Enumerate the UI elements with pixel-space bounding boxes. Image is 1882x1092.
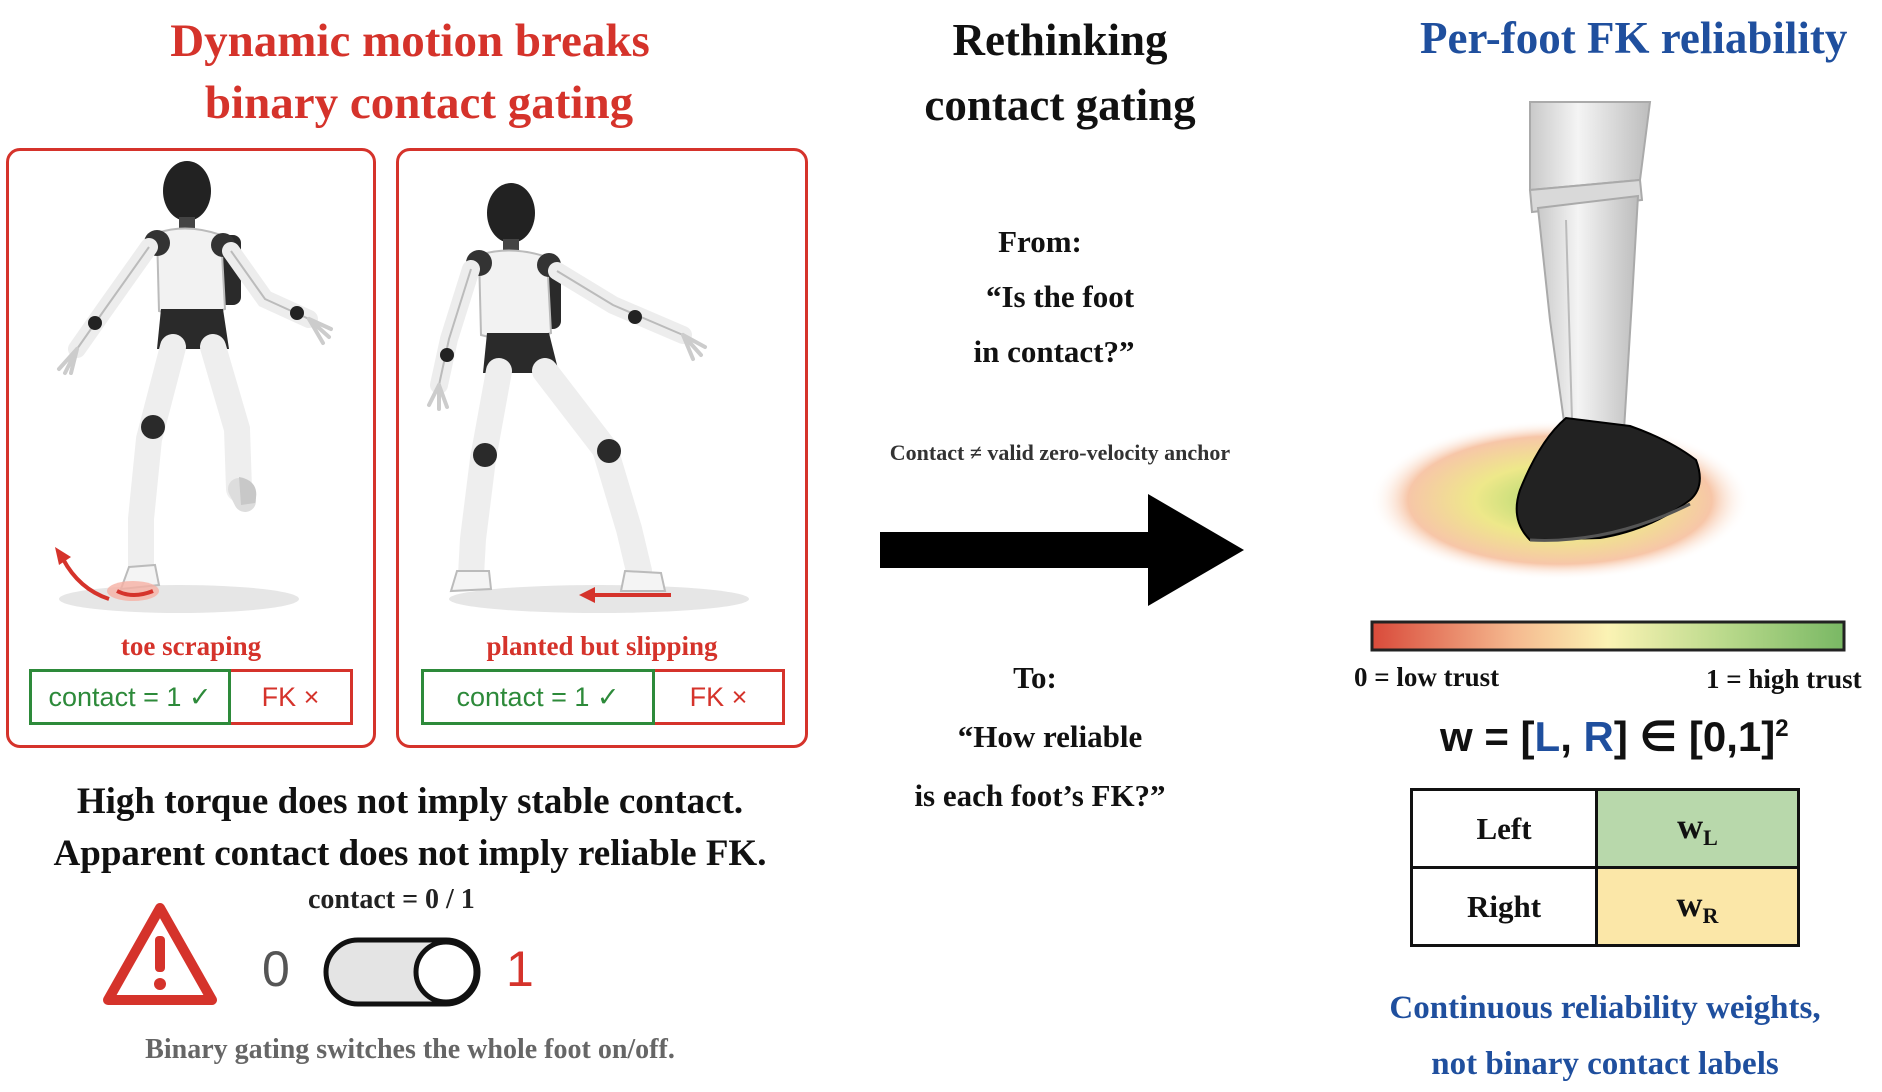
panel-toe-scraping: toe scraping contact = 1 ✓ FK × — [6, 148, 376, 748]
from-block: From: “Is the foot in contact?” — [860, 214, 1260, 379]
from-label: From: — [998, 224, 1082, 259]
right-caption: Continuous reliability weights, not bina… — [1340, 980, 1870, 1092]
foot-reliability-illustration — [1370, 101, 1750, 580]
high-trust-label: 1 = high trust — [1706, 664, 1862, 694]
panel1-caption: toe scraping — [120, 631, 262, 661]
table-row: Left wL — [1410, 788, 1800, 869]
scrape-glow — [107, 581, 159, 601]
contact-status-label: contact = 1 ✓ — [29, 669, 231, 725]
panel-planted-slipping: planted but slipping contact = 1 ✓ FK × — [396, 148, 808, 748]
table-row: Right wR — [1410, 866, 1800, 947]
robot-figure-scraping — [55, 161, 333, 613]
weight-symbol: w — [1677, 806, 1704, 847]
warning-icon — [103, 903, 217, 1005]
weight-formula: w = [L, R] ∈ [0,1]2 — [1440, 712, 1789, 761]
left-title-line1: Dynamic motion breaks — [170, 15, 650, 67]
weight-table: Left wL Right wR — [1410, 788, 1800, 947]
from-question-line2: in contact?” — [973, 334, 1135, 369]
robot-head — [163, 161, 211, 221]
table-cell-left-weight: wL — [1595, 788, 1800, 869]
weight-subscript: R — [1702, 903, 1719, 929]
right-caption-line1: Continuous reliability weights, — [1389, 990, 1821, 1026]
fk-status-label: FK × — [655, 669, 785, 725]
table-cell-right-weight: wR — [1595, 866, 1800, 947]
robot-figure-slipping — [427, 183, 749, 613]
ground-shadow — [59, 585, 299, 613]
middle-title-line1: Rethinking — [952, 15, 1168, 65]
table-cell-left-label: Left — [1410, 788, 1598, 869]
fk-status-label: FK × — [231, 669, 353, 725]
statement-line2: Apparent contact does not imply reliable… — [53, 833, 767, 874]
toggle-on-label: 1 — [506, 941, 534, 997]
middle-title: Rethinking contact gating — [860, 8, 1260, 138]
formula-lhs: w = [ — [1440, 713, 1535, 760]
left-title-line2: binary contact gating — [204, 77, 634, 129]
right-title: Per-foot FK reliability — [1420, 13, 1848, 63]
formula-L: L — [1534, 713, 1561, 760]
to-question-line1: “How reliable — [957, 719, 1143, 754]
formula-comma: , — [1560, 713, 1584, 760]
weight-symbol: w — [1676, 884, 1703, 925]
binary-gating-caption: Binary gating switches the whole foot on… — [145, 1034, 675, 1065]
to-label: To: — [1013, 660, 1057, 695]
robot-shoe — [1515, 416, 1701, 542]
from-question-line1: “Is the foot — [985, 279, 1135, 314]
table-cell-right-label: Right — [1410, 866, 1598, 947]
zero-velocity-note: Contact ≠ valid zero-velocity anchor — [889, 440, 1231, 465]
right-caption-line2: not binary contact labels — [1431, 1046, 1779, 1082]
weight-subscript: L — [1703, 825, 1718, 851]
formula-rhs: ] ∈ [0,1] — [1613, 713, 1776, 760]
to-block: To: “How reliable is each foot’s FK?” — [840, 650, 1260, 823]
left-statements: High torque does not imply stable contac… — [0, 776, 820, 880]
binary-toggle-switch[interactable] — [322, 936, 482, 1008]
low-trust-label: 0 = low trust — [1354, 662, 1500, 692]
ground-shadow — [449, 585, 749, 613]
panel2-status: contact = 1 ✓ FK × — [421, 669, 785, 725]
right-arrow-icon — [880, 494, 1244, 606]
left-title: Dynamic motion breaks binary contact gat… — [40, 10, 780, 134]
toggle-knob — [413, 939, 479, 1005]
trust-colorbar — [1370, 620, 1846, 652]
toggle-off-label: 0 — [262, 941, 290, 997]
statement-line1: High torque does not imply stable contac… — [76, 781, 744, 822]
robot-shin — [1536, 194, 1640, 438]
scrape-arrow — [61, 558, 110, 601]
formula-R: R — [1583, 713, 1614, 760]
to-question-line2: is each foot’s FK?” — [914, 778, 1166, 813]
panel2-caption: planted but slipping — [486, 631, 718, 661]
panel1-status: contact = 1 ✓ FK × — [29, 669, 353, 725]
toggle-caption: contact = 0 / 1 — [308, 884, 475, 915]
middle-title-line2: contact gating — [924, 80, 1196, 130]
formula-exp: 2 — [1775, 715, 1789, 742]
contact-status-label: contact = 1 ✓ — [421, 669, 655, 725]
robot-head — [487, 183, 535, 243]
